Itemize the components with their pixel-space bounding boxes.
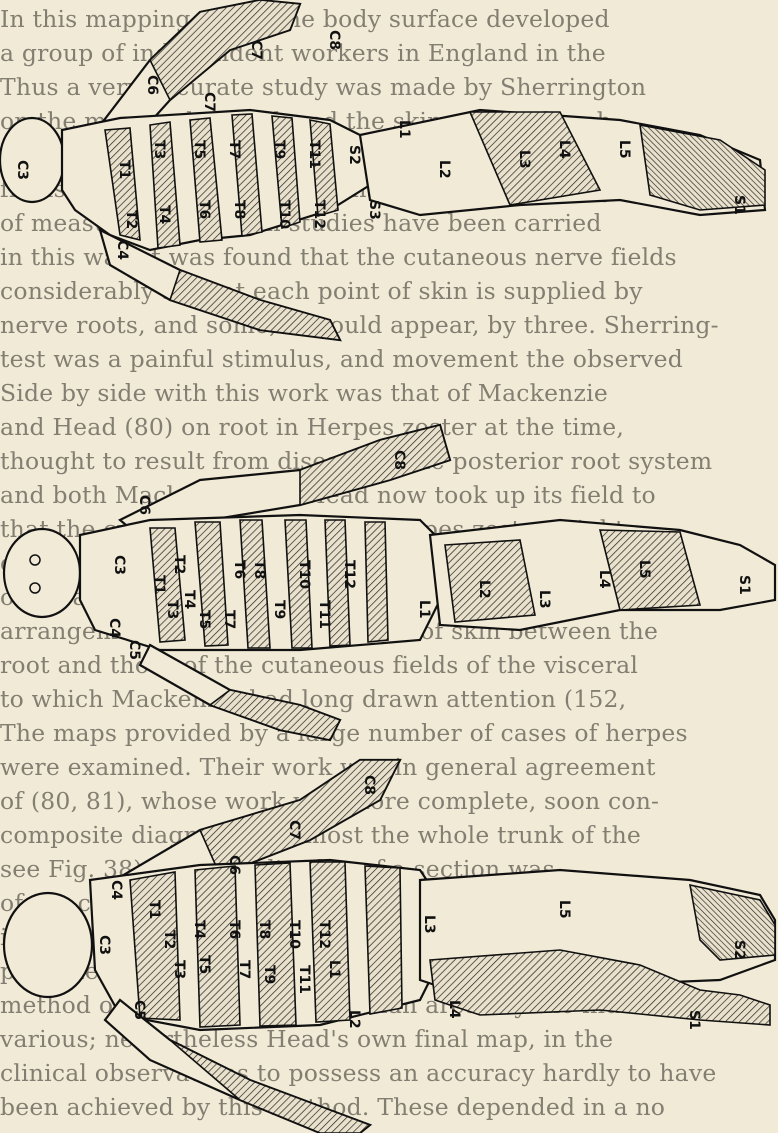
dermatome-label: S2	[731, 940, 747, 960]
dermatome-label: S1	[686, 1010, 702, 1030]
dermatome-label: T12	[311, 200, 327, 229]
dermatome-label: T6	[231, 560, 247, 579]
dermatome-label: L5	[636, 560, 652, 579]
dermatome-label: L1	[416, 600, 432, 619]
dermatome-label: C6	[136, 495, 152, 515]
head-outline-2	[4, 529, 80, 617]
dermatome-label: C3	[14, 160, 30, 180]
dermatome-label: T9	[271, 140, 287, 159]
dermatome-label: L4	[596, 570, 612, 589]
dermatome-label: C5	[131, 1000, 147, 1020]
arm-band-c8-2	[300, 425, 450, 505]
dermatome-label: T3	[151, 140, 167, 159]
head-outline-3	[4, 893, 92, 997]
dermatome-label: S2	[346, 145, 362, 165]
dermatome-label: T7	[236, 960, 252, 979]
arm-band-c7-2	[210, 690, 340, 740]
arm-band-c7	[150, 0, 300, 100]
dermatome-label: T12	[341, 560, 357, 589]
dermatome-label: T2	[161, 930, 177, 949]
dermatome-label: T8	[256, 920, 272, 939]
dermatome-label: T5	[196, 955, 212, 974]
head-outline-1	[0, 118, 64, 202]
dermatome-label: S1	[736, 575, 752, 595]
figure-anterior	[4, 425, 775, 740]
dermatome-label: L5	[556, 900, 572, 919]
dermatome-label: T4	[191, 920, 207, 940]
dermatome-label: L1	[326, 960, 342, 979]
band-t12-3	[365, 866, 402, 1014]
dermatome-label: T3	[164, 600, 180, 619]
dermatome-label: C7	[201, 92, 217, 112]
dermatome-label: T2	[123, 210, 139, 229]
dermatome-label: C8	[391, 450, 407, 470]
dermatome-label: C4	[114, 240, 130, 260]
dermatome-label: C7	[248, 40, 264, 60]
dermatome-label: C3	[96, 935, 112, 955]
dermatome-label: L4	[556, 140, 572, 159]
dermatome-label: C6	[144, 75, 160, 95]
dermatome-label: L2	[476, 580, 492, 599]
dermatome-label: C3	[111, 555, 127, 575]
dermatome-label: T3	[171, 960, 187, 979]
dermatome-label: S3	[366, 200, 382, 220]
dermatome-label: S1	[731, 195, 747, 215]
dermatome-label: T4	[156, 205, 172, 225]
dermatome-label: T11	[306, 140, 322, 169]
dermatome-label: T1	[151, 575, 167, 594]
dermatome-label: C6	[226, 855, 242, 875]
dermatome-label: T11	[296, 965, 312, 994]
dermatome-label: C5	[126, 640, 142, 660]
dermatome-label: T10	[296, 560, 312, 589]
figure-lateral	[0, 0, 765, 340]
dermatome-label: C8	[326, 30, 342, 50]
band-t12-2	[365, 522, 388, 642]
dermatome-label: L4	[446, 1000, 462, 1019]
dermatome-label: T7	[226, 140, 242, 159]
dermatome-label: T7	[221, 610, 237, 629]
dermatome-label: L3	[516, 150, 532, 169]
dermatome-label: T1	[146, 900, 162, 919]
dermatome-label: C7	[286, 820, 302, 840]
dermatome-label: T6	[226, 920, 242, 939]
band-t4-3	[195, 866, 240, 1027]
dermatome-label: T2	[171, 555, 187, 574]
dermatome-label: T8	[251, 560, 267, 579]
dermatome-label: T6	[196, 200, 212, 219]
dermatome-label: T8	[231, 200, 247, 219]
dermatome-label: C4	[108, 880, 124, 900]
dermatome-label: T5	[196, 610, 212, 629]
dermatome-label: T10	[286, 920, 302, 949]
dermatome-label: L2	[346, 1010, 362, 1029]
dermatome-label: T11	[316, 600, 332, 629]
dermatome-label: L3	[536, 590, 552, 609]
dermatome-label: C8	[361, 775, 377, 795]
dermatome-label: L5	[616, 140, 632, 159]
dermatome-label: T1	[116, 160, 132, 179]
figure-posterior	[4, 760, 775, 1133]
dermatome-label: T4	[181, 590, 197, 610]
dermatome-label: L1	[396, 120, 412, 139]
dermatome-label: T9	[261, 965, 277, 984]
dermatome-label: T9	[271, 600, 287, 619]
dermatome-label: C4	[106, 618, 122, 638]
arm-band-c8-1	[170, 270, 340, 340]
dermatome-label: T5	[191, 140, 207, 159]
dermatome-label: T12	[316, 920, 332, 949]
dermatome-label: L3	[421, 915, 437, 934]
dermatome-label: L2	[436, 160, 452, 179]
dermatome-label: T10	[276, 200, 292, 229]
